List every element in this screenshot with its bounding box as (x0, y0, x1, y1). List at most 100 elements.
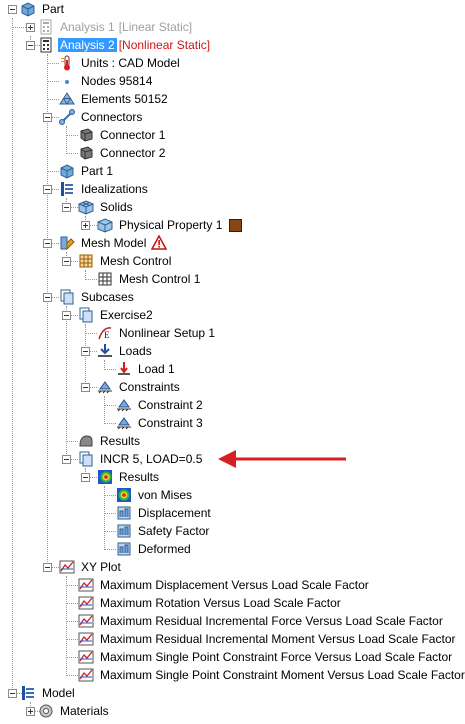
collapse-model-toggle[interactable] (8, 689, 17, 698)
xy-item-label: Maximum Residual Incremental Force Versu… (100, 614, 443, 628)
tree-node-displacement[interactable]: Displacement (116, 504, 213, 522)
tree-node-idealizations[interactable]: Idealizations (59, 180, 150, 198)
tree-node-load1[interactable]: Load 1 (116, 360, 177, 378)
nonlinear-setup-label: Nonlinear Setup 1 (119, 326, 216, 340)
model-icon (20, 685, 36, 701)
result-plot-icon (116, 505, 132, 521)
results-label: Results (119, 470, 160, 484)
tree-node-elements[interactable]: Elements 50152 (59, 90, 170, 108)
collapse-exercise2-toggle[interactable] (62, 311, 71, 320)
material-color-swatch (229, 218, 243, 232)
xy-plot-icon (59, 559, 75, 575)
units-label: Units : CAD Model (81, 56, 180, 70)
tree-node-xy-item[interactable]: Maximum Rotation Versus Load Scale Facto… (78, 594, 343, 612)
tree-node-loads[interactable]: Loads (97, 342, 154, 360)
tree-node-physical-property[interactable]: Physical Property 1 (97, 216, 243, 234)
tree-node-results-disabled[interactable]: Results (78, 432, 142, 450)
analysis-icon (38, 19, 54, 35)
tree-node-connector-1[interactable]: Connector 1 (78, 126, 167, 144)
tree-node-part1[interactable]: Part 1 (59, 162, 115, 180)
collapse-idealizations-toggle[interactable] (43, 185, 52, 194)
tree-node-solids[interactable]: Solids (78, 198, 135, 216)
connector-1-label: Connector 1 (100, 128, 166, 142)
analysis-icon (38, 37, 54, 53)
tree-node-part[interactable]: Part (20, 0, 66, 18)
expand-analysis1-toggle[interactable] (26, 23, 35, 32)
xy-chart-icon (78, 595, 94, 611)
tree-node-subcases[interactable]: Subcases (59, 288, 136, 306)
tree-node-safety-factor[interactable]: Safety Factor (116, 522, 211, 540)
results-inactive-icon (78, 433, 94, 449)
xy-item-label: Maximum Displacement Versus Load Scale F… (100, 578, 369, 592)
constraint3-label: Constraint 3 (138, 416, 203, 430)
tree-node-connector-2[interactable]: Connector 2 (78, 144, 167, 162)
collapse-results-toggle[interactable] (81, 473, 90, 482)
tree-node-nodes[interactable]: Nodes 95814 (59, 72, 154, 90)
xy-chart-icon (78, 649, 94, 665)
thermometer-icon (59, 55, 75, 71)
tree-node-connectors[interactable]: Connectors (59, 108, 144, 126)
tree-node-constraints[interactable]: Constraints (97, 378, 182, 396)
part1-label: Part 1 (81, 164, 114, 178)
tree-node-units[interactable]: Units : CAD Model (59, 54, 182, 72)
tree-node-mesh-model[interactable]: Mesh Model (59, 234, 171, 252)
connectors-label: Connectors (81, 110, 143, 124)
annotation-arrow-head (218, 450, 236, 468)
tree-node-exercise2[interactable]: Exercise2 (78, 306, 155, 324)
tree-node-xy-item[interactable]: Maximum Single Point Constraint Force Ve… (78, 648, 454, 666)
collapse-subcases-toggle[interactable] (43, 293, 52, 302)
subcases-icon (59, 289, 75, 305)
tree-node-von-mises[interactable]: von Mises (116, 486, 194, 504)
analysis2-type: [Nonlinear Static] (118, 38, 211, 52)
collapse-xy-plot-toggle[interactable] (43, 563, 52, 572)
tree-node-analysis2[interactable]: Analysis 2 [Nonlinear Static] (38, 36, 212, 54)
solids-icon (78, 199, 94, 215)
results-disabled-label: Results (100, 434, 141, 448)
tree-node-mesh-control-1[interactable]: Mesh Control 1 (97, 270, 202, 288)
tree-node-xy-item[interactable]: Maximum Displacement Versus Load Scale F… (78, 576, 371, 594)
constraints-icon (97, 379, 113, 395)
load-arrow-icon (116, 361, 132, 377)
collapse-mesh-control-toggle[interactable] (62, 257, 71, 266)
expand-materials-toggle[interactable] (26, 707, 35, 716)
tree-node-incr5[interactable]: INCR 5, LOAD=0.5 (78, 450, 204, 468)
tree-node-constraint2[interactable]: Constraint 2 (116, 396, 205, 414)
physical-property-icon (97, 217, 113, 233)
connector-bolt-icon (78, 127, 94, 143)
tree-node-xy-item[interactable]: Maximum Residual Incremental Force Versu… (78, 612, 445, 630)
idealizations-icon (59, 181, 75, 197)
tree-node-analysis1[interactable]: Analysis 1 [Linear Static] (38, 18, 194, 36)
collapse-loads-toggle[interactable] (81, 347, 90, 356)
tree-node-xy-plot[interactable]: XY Plot (59, 558, 123, 576)
elements-label: Elements 50152 (81, 92, 168, 106)
tree-node-xy-item[interactable]: Maximum Single Point Constraint Moment V… (78, 666, 465, 684)
materials-label: Materials (60, 704, 109, 718)
tree-node-materials[interactable]: Materials (38, 702, 111, 720)
collapse-mesh-model-toggle[interactable] (43, 239, 52, 248)
mesh-control-icon (78, 253, 94, 269)
collapse-constraints-toggle[interactable] (81, 383, 90, 392)
xy-item-label: Maximum Single Point Constraint Force Ve… (100, 650, 453, 664)
part-label: Part (42, 2, 65, 16)
xy-chart-icon (78, 667, 94, 683)
tree-node-mesh-control[interactable]: Mesh Control (78, 252, 173, 270)
tree-node-nonlinear-setup[interactable]: E Nonlinear Setup 1 (97, 324, 217, 342)
collapse-connectors-toggle[interactable] (43, 113, 52, 122)
constraint-icon (116, 415, 132, 431)
analysis1-type: [Linear Static] (118, 20, 193, 34)
collapse-incr5-toggle[interactable] (62, 455, 71, 464)
collapse-solids-toggle[interactable] (62, 203, 71, 212)
loads-icon (97, 343, 113, 359)
tree-node-deformed[interactable]: Deformed (116, 540, 193, 558)
tree-node-results[interactable]: Results (97, 468, 161, 486)
mesh-model-icon (59, 235, 75, 251)
constraints-label: Constraints (119, 380, 180, 394)
tree-node-model[interactable]: Model (20, 684, 77, 702)
tree-node-constraint3[interactable]: Constraint 3 (116, 414, 205, 432)
collapse-analysis2-toggle[interactable] (26, 41, 35, 50)
expand-physical-property-toggle[interactable] (81, 221, 90, 230)
tree-node-xy-item[interactable]: Maximum Residual Incremental Moment Vers… (78, 630, 457, 648)
xy-chart-icon (78, 613, 94, 629)
collapse-part-toggle[interactable] (8, 5, 17, 14)
